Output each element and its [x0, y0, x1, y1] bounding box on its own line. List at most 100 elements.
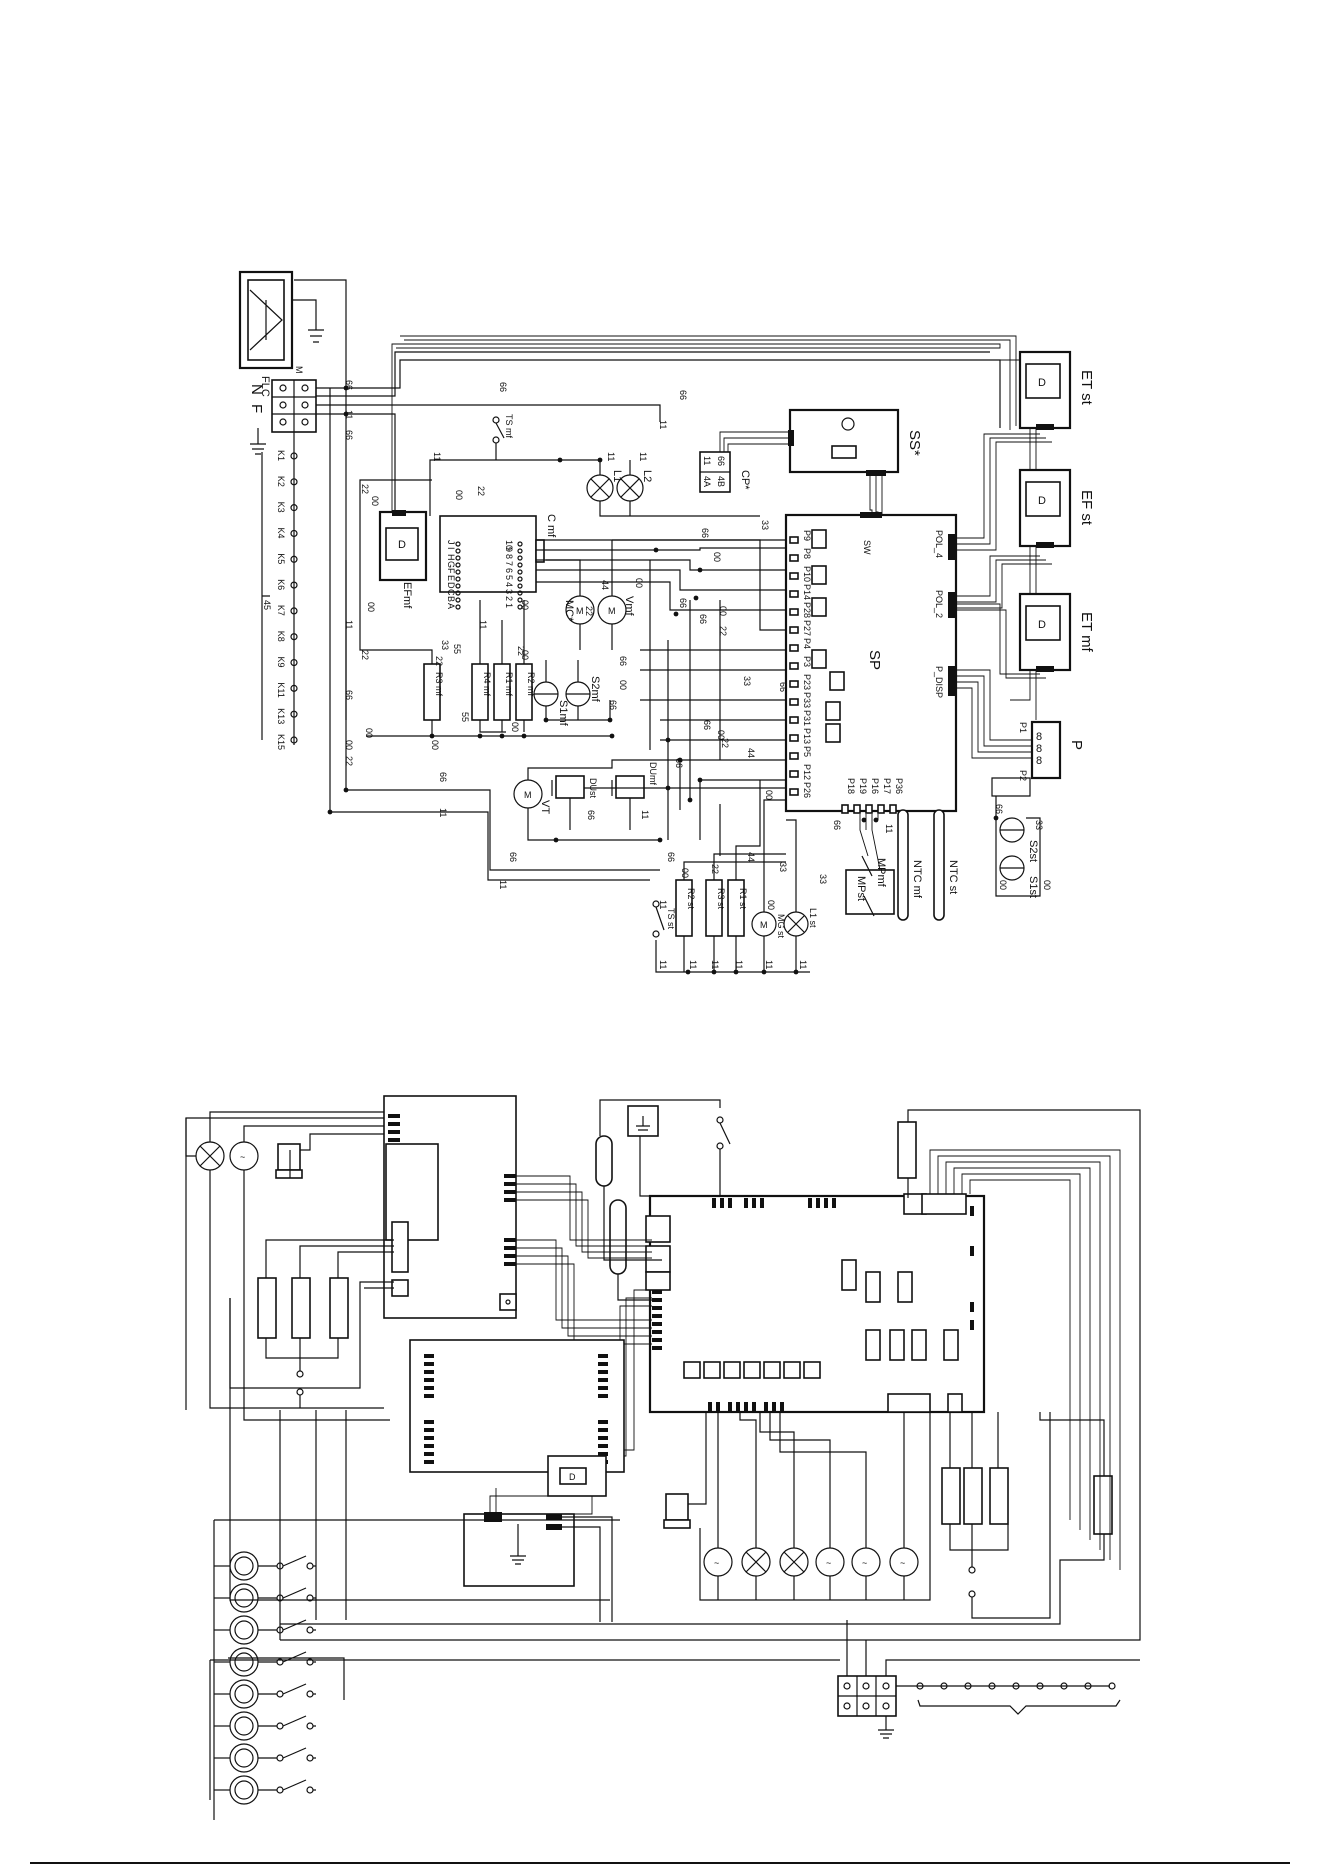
svg-text:D: D — [1038, 619, 1046, 631]
wire-code: 66 — [438, 772, 448, 782]
r1mf-label: R1 mf — [504, 672, 514, 697]
lamps-l1-l2: L1 L2 — [429, 459, 760, 517]
terminal-k-label: K6 — [276, 579, 286, 590]
wire-code: 11 — [658, 960, 668, 969]
junction-dot — [343, 385, 349, 391]
cmf-pin-right-label: 9 — [504, 547, 514, 552]
wire-code: 00 — [764, 790, 774, 800]
wire-code: 44 — [600, 580, 610, 590]
tsst-label: TS st — [666, 908, 676, 930]
junction-dot — [557, 457, 563, 463]
sp-lower-pin-label: P17 — [882, 778, 892, 794]
cmf-pin-left-label: I — [446, 547, 456, 550]
wire-code: 00 — [712, 552, 722, 562]
mgst-label: MG st — [776, 914, 786, 938]
p-label: P — [1068, 740, 1085, 750]
et-st-label: ET st — [1078, 370, 1095, 406]
ss-label: SS* — [906, 430, 923, 456]
dumf-label: DUmf — [648, 762, 658, 785]
wire-code: 11 — [432, 452, 442, 461]
ground-icon — [250, 428, 266, 455]
wire-code: 66 — [674, 758, 684, 768]
junction-dot — [697, 567, 703, 573]
wire-code: 11 — [798, 960, 808, 969]
junction-dot — [861, 817, 867, 823]
wire-code: 00 — [366, 602, 376, 612]
wire-code: 66 — [344, 380, 354, 390]
bottom-inner-board — [409, 1339, 625, 1473]
wire-code: 00 — [430, 740, 440, 750]
cp-block: 11 66 4A 4B CP* — [699, 451, 751, 493]
svg-text:M: M — [524, 790, 532, 800]
r2st-label: R2 st — [686, 888, 696, 910]
lamp-l1-label: L1 — [611, 470, 623, 482]
tsmf-switch: TS mf — [492, 414, 514, 460]
et-mf-module: D ET mf — [1018, 592, 1095, 672]
efmf-block: D EFmf — [378, 510, 428, 609]
wire-code: 22 — [360, 650, 370, 660]
svg-text:~: ~ — [826, 1558, 831, 1568]
mpmf-label: MPmf — [875, 858, 887, 888]
junction-dot — [793, 969, 799, 975]
svg-text:POL_2: POL_2 — [934, 590, 944, 618]
bottom-left-resistors — [229, 1239, 394, 1408]
wire-code: 00 — [680, 868, 690, 878]
svg-text:M: M — [576, 606, 584, 616]
wire-code: 66 — [498, 382, 508, 392]
junction-dot — [543, 717, 549, 723]
sp-main-board: SP P9P8P10P14P28P27P4P3P23P33P31P13P5P12… — [784, 512, 958, 814]
terminal-f-label: F — [248, 404, 265, 413]
ef-st-label: EF st — [1078, 490, 1095, 526]
wire-code: 66 — [666, 852, 676, 862]
junction-dot — [653, 547, 659, 553]
sp-pin-label: P28 — [802, 602, 812, 618]
mc-label: MC* — [563, 600, 575, 622]
cmf-label: C mf — [545, 514, 557, 538]
sp-pin-label: P26 — [802, 782, 812, 798]
svg-text:SW: SW — [862, 540, 872, 555]
terminal-k — [290, 684, 298, 692]
svg-text:11: 11 — [702, 456, 712, 465]
sp-pin-label: P27 — [802, 620, 812, 636]
wire-code: 66 — [508, 852, 518, 862]
lamp-l2-label: L2 — [641, 470, 653, 482]
terminal-k-label: K3 — [276, 502, 286, 513]
sp-pin-label: P4 — [802, 638, 812, 649]
terminal-k-label: K1 — [276, 450, 286, 461]
bottom-right-resistors — [280, 1109, 1141, 1641]
junction-dots — [327, 385, 999, 975]
terminal-n-label: N — [248, 384, 265, 395]
sp-lower-pin-label: P18 — [846, 778, 856, 794]
junction-dot — [711, 969, 717, 975]
ef-st-module: D EF st — [1018, 468, 1095, 548]
s-st-switches: S2st S1st — [991, 777, 1041, 898]
junction-dot — [993, 815, 999, 821]
bottom-loads-row: ~ ~ ~ ~ — [663, 1412, 931, 1601]
vt-label: VT — [539, 800, 551, 814]
junction-dot — [609, 733, 615, 739]
svg-text:P2: P2 — [1018, 770, 1028, 781]
wire-code: 00 — [766, 900, 776, 910]
cmf-pin-right-label: 4 — [504, 582, 514, 587]
cmf-pin-left-label: E — [446, 575, 456, 581]
terminal-k-label: K15 — [276, 734, 286, 750]
wire-code: 66 — [698, 614, 708, 624]
cmf-pin-left-label: A — [446, 603, 456, 609]
wire-code: 00 — [344, 740, 354, 750]
sp-pin-label: P31 — [802, 710, 812, 726]
s2st-label: S2st — [1027, 840, 1039, 862]
cmf-pin-right-label: 1 — [504, 603, 514, 608]
junction-dot — [553, 837, 559, 843]
wire-code: 66 — [778, 682, 788, 692]
sp-label: SP — [866, 650, 883, 670]
wire-code: 44 — [746, 852, 756, 862]
r2mf-label: R2 mf — [526, 672, 536, 697]
svg-text:~: ~ — [714, 1558, 719, 1568]
wire-code: 66 — [608, 700, 618, 710]
wire-code: 66 — [994, 804, 1004, 814]
bottom-left-board — [383, 1095, 517, 1319]
sp-pin-label: P5 — [802, 746, 812, 757]
wire-code: 00 — [998, 880, 1008, 890]
